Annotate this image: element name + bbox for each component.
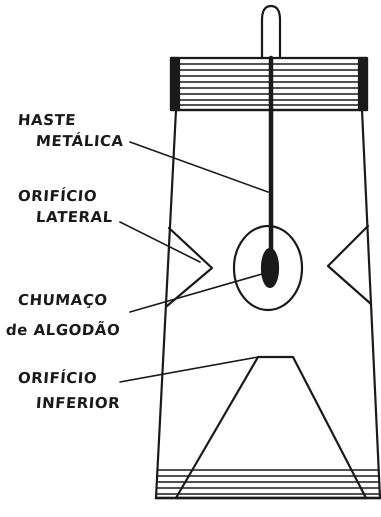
leader-orificio-lateral <box>119 221 201 263</box>
right-lateral-orifice <box>326 224 373 306</box>
left-lateral-orifice <box>165 226 214 308</box>
bottom-threads <box>156 469 380 495</box>
label-haste-line1: HASTE <box>17 111 77 129</box>
leader-chumaco <box>129 273 263 313</box>
label-orificio-lateral-line1: ORIFÍCIO <box>17 187 98 205</box>
leader-haste <box>129 141 269 193</box>
label-chumaco-line2: de ALGODÃO <box>5 321 121 339</box>
container-body <box>154 108 381 500</box>
label-orificio-inferior-line2: INFERIOR <box>35 394 121 412</box>
rod-handle-loop <box>260 4 282 60</box>
label-haste-line2: METÁLICA <box>35 132 125 150</box>
label-chumaco-line1: CHUMAÇO <box>17 291 109 309</box>
label-orificio-lateral-line2: LATERAL <box>35 208 114 226</box>
cotton-wad <box>260 247 280 289</box>
cotton-ring <box>232 224 304 312</box>
leader-orificio-inferior <box>119 356 259 383</box>
bottom-orifice <box>174 355 368 500</box>
label-orificio-inferior-line1: ORIFÍCIO <box>17 369 98 387</box>
